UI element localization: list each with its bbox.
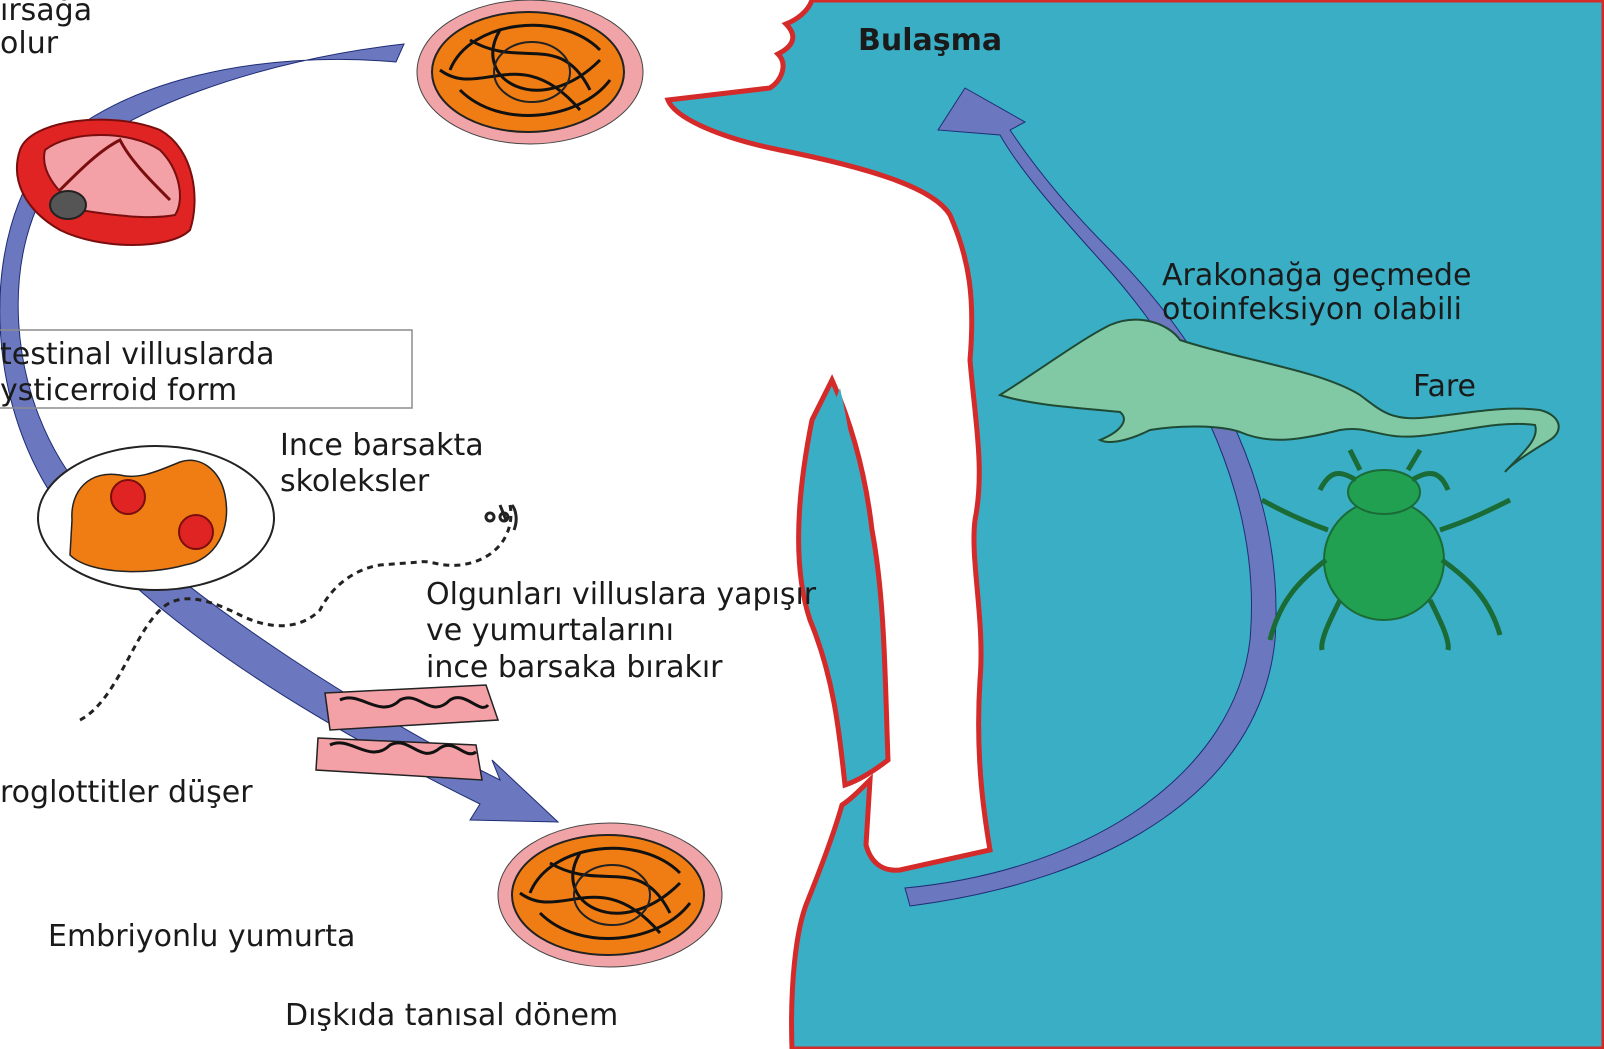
- label-diagnostic-stage: Dışkıda tanısal dönem: [285, 997, 618, 1034]
- label-intestine-line2: olur: [0, 25, 58, 62]
- label-intermediate-host-line2: otoinfeksiyon olabili: [1162, 291, 1462, 328]
- label-small-intestine-line2: skoleksler: [280, 463, 429, 500]
- label-transmission: Bulaşma: [858, 22, 1002, 59]
- label-villus-line2: ysticerroid form: [0, 372, 237, 409]
- label-villus-line1: testinal villuslarda: [0, 336, 275, 373]
- label-small-intestine-line1: Ince barsakta: [280, 427, 484, 464]
- embryonated-egg-icon: [498, 823, 722, 967]
- label-embryonated-egg: Embriyonlu yumurta: [48, 918, 355, 955]
- label-proglottids: roglottitler düşer: [0, 774, 253, 811]
- scolex-icon: [38, 446, 274, 590]
- label-intermediate-host-line1: Arakonağa geçmede: [1162, 257, 1471, 294]
- cysticercoid-icon: [17, 120, 195, 245]
- embryonated-egg-icon: [417, 0, 643, 144]
- label-rat: Fare: [1413, 368, 1476, 405]
- label-mature-line2: ve yumurtalarını: [426, 612, 674, 649]
- label-mature-line3: ince barsaka bırakır: [426, 649, 723, 686]
- label-mature-line1: Olgunları villuslara yapışır: [426, 576, 816, 613]
